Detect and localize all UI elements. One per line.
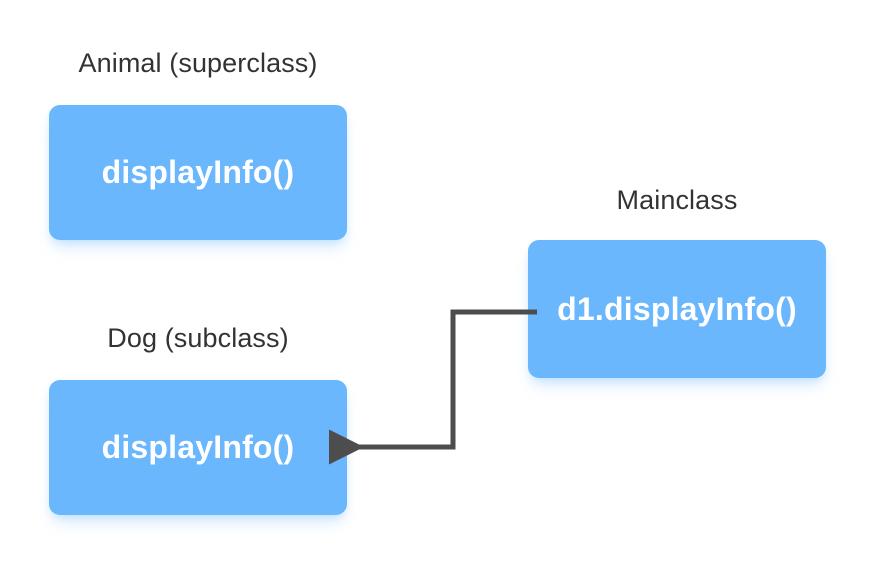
node-mainclass: Mainclass d1.displayInfo() [528, 185, 826, 378]
node-dog: Dog (subclass) displayInfo() [49, 323, 347, 515]
node-animal-box[interactable]: displayInfo() [49, 105, 347, 240]
connector-line [329, 309, 537, 465]
node-mainclass-call-text: d1.displayInfo() [557, 290, 797, 327]
node-animal: Animal (superclass) displayInfo() [49, 48, 347, 240]
node-dog-method-text: displayInfo() [101, 429, 295, 465]
node-mainclass-box[interactable]: d1.displayInfo() [528, 240, 826, 378]
node-dog-label: Dog (subclass) [107, 323, 289, 353]
node-animal-method-text: displayInfo() [101, 154, 295, 190]
node-mainclass-label: Mainclass [616, 185, 738, 215]
node-dog-box[interactable]: displayInfo() [49, 380, 347, 515]
node-animal-label: Animal (superclass) [78, 48, 318, 78]
